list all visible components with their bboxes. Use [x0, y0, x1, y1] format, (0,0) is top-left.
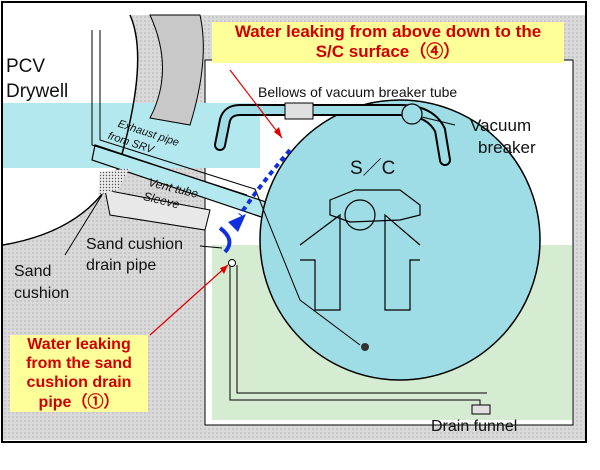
leak-arrow-top-head: [228, 214, 246, 232]
callout-bottom: Water leaking from the sand cushion drai…: [10, 335, 148, 412]
drain-funnel-shape: [471, 404, 491, 415]
sand-cushion: [98, 168, 130, 195]
drain-funnel-label: Drain funnel: [431, 418, 518, 435]
drain-pipe-inlet: [228, 259, 236, 267]
sand-drain-label-2: drain pipe: [86, 257, 157, 274]
sand-label-2: cushion: [14, 285, 70, 302]
drywell-shell-plate: [149, 14, 204, 126]
callout-top-pointer-head: [274, 127, 282, 138]
callout-top-line-2: S/C surface（④）: [315, 42, 461, 62]
bellows-label: Bellows of vacuum breaker tube: [258, 84, 458, 100]
sleeve: [104, 189, 211, 231]
vacuum-breaker-tube-fill: [216, 106, 449, 164]
callout-bottom-line-1: Water leaking: [27, 336, 131, 353]
vacuum-breaker-leader: [421, 116, 456, 126]
callout-top-line-1: Water leaking from above down to the: [234, 22, 542, 41]
downcomer-left: [299, 213, 341, 311]
vacuum-breaker-valve: [401, 103, 423, 125]
sand-cushion-drain-pipe-inner: [236, 265, 487, 394]
downcomer-ring: [344, 199, 376, 231]
sand-leader: [64, 194, 103, 256]
vacuum-breaker-label-1: Vacuum: [470, 116, 532, 135]
sand-label-1: Sand: [14, 263, 52, 280]
pcv-label: PCV: [6, 56, 46, 77]
exhaust-pipe-inner: [91, 30, 248, 196]
srv-pipe-down: [254, 188, 361, 346]
sc-label: S／C: [350, 158, 396, 179]
vacuum-breaker-label-2: breaker: [478, 138, 536, 157]
bellows: [284, 102, 314, 120]
downcomer-right: [384, 213, 421, 311]
callout-bottom-line-3: cushion drain: [26, 374, 132, 392]
callout-top-pointer: [229, 69, 283, 139]
callout-bottom-pointer: [149, 264, 229, 336]
leak-arrow-drain: [218, 226, 232, 254]
sand-drain-label-1: Sand cushion: [86, 236, 183, 253]
callout-bottom-pointer-head: [220, 265, 228, 274]
callout-top: Water leaking from above down to the S/C…: [212, 22, 564, 63]
drywell-label: Drywell: [6, 81, 69, 102]
leak-arrow-top: [238, 148, 292, 217]
srv-pipe-end: [361, 343, 369, 351]
callout-bottom-line-4: pipe（①）: [38, 393, 120, 411]
sand-drain-leader: [199, 245, 223, 249]
callout-bottom-line-2: from the sand: [26, 355, 132, 373]
